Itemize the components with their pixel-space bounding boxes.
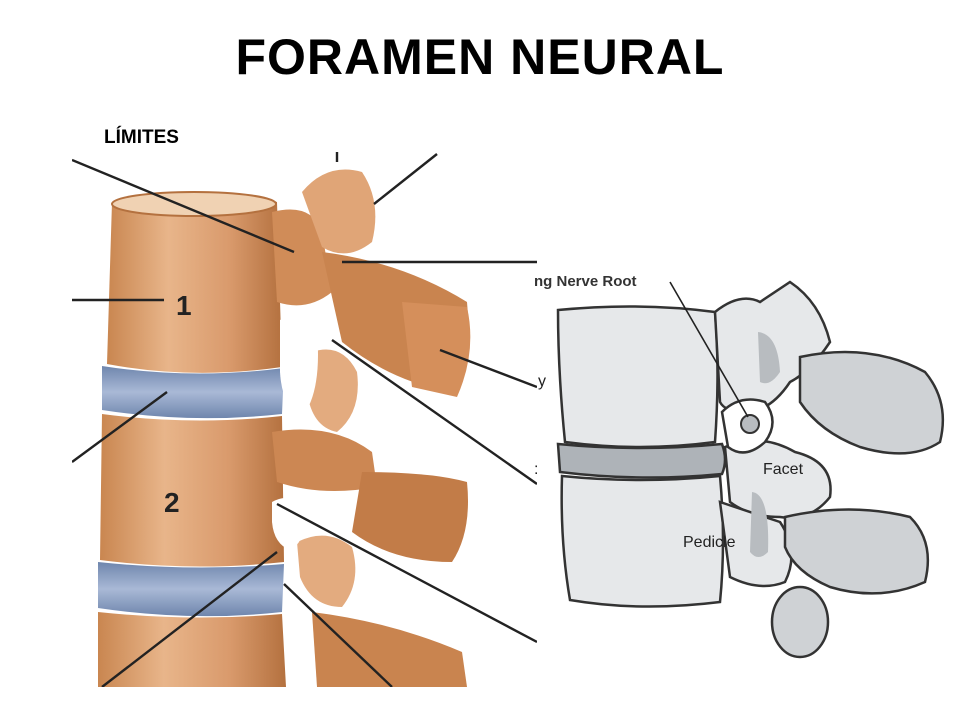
upper-shadow bbox=[758, 332, 780, 384]
label-pedicle: Pedicle bbox=[683, 534, 736, 551]
nerve-root-circle bbox=[740, 414, 760, 434]
lamina-lower bbox=[312, 612, 467, 687]
facet-joint-lower bbox=[297, 535, 356, 607]
cut-label-y: y bbox=[538, 373, 546, 390]
nerve-root-leader bbox=[669, 281, 749, 418]
vertebral-body-3 bbox=[98, 612, 286, 687]
pedicle-lower bbox=[272, 429, 377, 491]
cut-label-colon: : bbox=[534, 461, 538, 478]
intervertebral-disc-2 bbox=[98, 562, 284, 617]
lower-facet-oval bbox=[770, 585, 830, 659]
neural-foramen-lower bbox=[272, 498, 305, 550]
vertebral-body-1 bbox=[107, 191, 282, 373]
upper-vertebral-body bbox=[556, 305, 719, 449]
intervertebral-disc-1 bbox=[102, 366, 284, 419]
neural-foramen-upper bbox=[280, 313, 318, 417]
subtitle-limites: LÍMITES bbox=[104, 127, 179, 148]
foramen-diagram: ng Nerve Root Facet Pedicle y : bbox=[534, 273, 945, 659]
vertebra-number-2: 2 bbox=[164, 487, 180, 518]
pedicle-shadow bbox=[750, 492, 769, 557]
vertebra-number-1: 1 bbox=[176, 290, 192, 321]
lower-vertebral-body bbox=[560, 474, 725, 608]
label-facet: Facet bbox=[763, 461, 804, 478]
pedicle-upper bbox=[272, 209, 332, 306]
facet-joint-middle bbox=[307, 349, 358, 432]
leader-lines-left bbox=[72, 152, 537, 687]
body-1-top-surface bbox=[111, 191, 277, 217]
spinous-process-lower bbox=[352, 472, 468, 562]
spine-illustration: 1 2 bbox=[72, 152, 537, 687]
superior-articular-process bbox=[302, 169, 376, 254]
slide-title: FORAMEN NEURAL bbox=[235, 29, 725, 85]
lower-spinous-process bbox=[783, 508, 930, 595]
transverse-process-upper bbox=[402, 302, 471, 397]
vertebral-body-2 bbox=[100, 414, 284, 567]
intervertebral-disc bbox=[556, 442, 727, 479]
label-nerve-root: ng Nerve Root bbox=[534, 273, 637, 290]
upper-spinous-process bbox=[798, 350, 945, 455]
